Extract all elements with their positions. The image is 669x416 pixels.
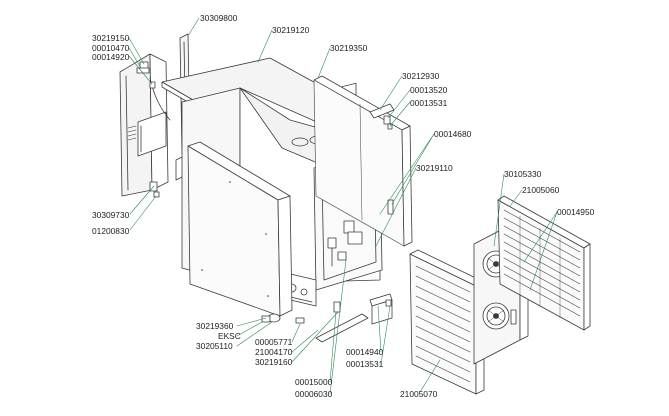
part-label-30212930[interactable]: 30212930 [402,71,440,81]
hinge-parts [369,103,395,215]
part-label-21004170[interactable]: 21004170 [255,347,293,357]
part-label-30219110[interactable]: 30219110 [416,163,453,173]
part-label-00006030[interactable]: 00006030 [295,389,333,399]
part-label-00014950[interactable]: 00014950 [557,207,595,217]
part-label-30105330[interactable]: 30105330 [504,169,542,179]
part-label-00014940[interactable]: 00014940 [346,347,384,357]
part-label-30219120[interactable]: 30219120 [272,25,310,35]
condenser-coil [497,195,591,331]
bottom-fittings [261,293,393,343]
part-label-30309730[interactable]: 30309730 [92,210,130,220]
left-side-panel [119,53,185,198]
part-label-00005771[interactable]: 00005771 [255,337,293,347]
part-label-21005060[interactable]: 21005060 [522,185,560,195]
part-label-30219150[interactable]: 30219150 [92,33,130,43]
part-label-30309800[interactable]: 30309800 [200,13,238,23]
part-label-30219360[interactable]: 30219360 [196,321,234,331]
part-label-00015000[interactable]: 00015000 [295,377,333,387]
front-left-panel [187,141,293,317]
part-label-30219160[interactable]: 30219160 [255,357,293,367]
louvered-door [409,249,485,395]
part-label-00010470[interactable]: 00010470 [92,43,130,53]
part-label-EKSC[interactable]: EKSC [218,331,241,341]
part-label-30219350[interactable]: 30219350 [330,43,368,53]
part-label-00014680[interactable]: 00014680 [434,129,472,139]
part-label-00013520[interactable]: 00013520 [410,85,448,95]
part-label-30205110[interactable]: 30205110 [196,341,233,351]
leader-lines [128,17,558,395]
part-label-00013531-bottom[interactable]: 00013531 [346,359,384,369]
part-label-00014920[interactable]: 00014920 [92,52,130,62]
part-label-21005070[interactable]: 21005070 [400,389,438,399]
part-label-00013531-top[interactable]: 00013531 [410,98,448,108]
part-label-01200830[interactable]: 01200830 [92,226,130,236]
